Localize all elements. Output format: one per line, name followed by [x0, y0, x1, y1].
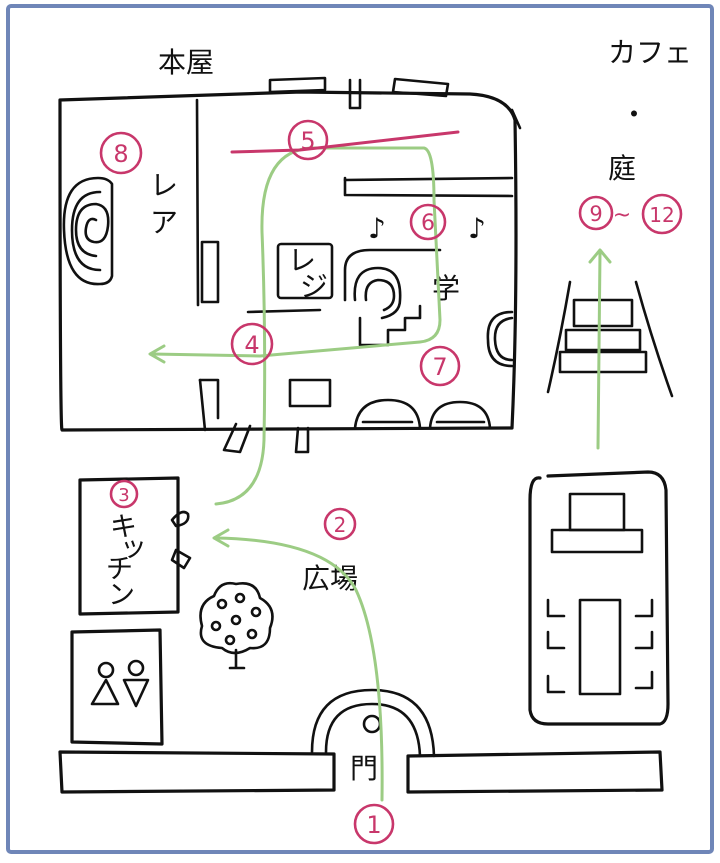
- stop-7: 7: [419, 345, 461, 387]
- stop-9: 9: [578, 195, 614, 231]
- tree-icon: [199, 581, 274, 670]
- register-counter: レ ジ: [276, 242, 334, 303]
- stop-5: 5: [287, 119, 329, 161]
- stop-2: 2: [323, 507, 357, 541]
- stop-1: 1: [353, 803, 395, 845]
- cafe-garden-label-2: ・: [620, 98, 648, 131]
- cafe-stairs: [546, 280, 674, 398]
- svg-text:2: 2: [334, 513, 347, 537]
- stop-3: 3: [109, 479, 139, 509]
- kitchen-label-2: ッ: [120, 532, 147, 563]
- cafe-garden-label-3: 庭: [608, 152, 636, 185]
- map-frame: [6, 4, 714, 854]
- main-building-label: 本屋: [158, 46, 214, 79]
- svg-text:12: 12: [649, 203, 674, 227]
- svg-text:5: 5: [300, 127, 315, 155]
- svg-text:1: 1: [366, 811, 381, 839]
- cafe-building: [528, 470, 670, 726]
- svg-text:8: 8: [113, 140, 128, 168]
- rare-label-2: ア: [150, 206, 178, 239]
- person-sitting-icon: [358, 278, 422, 347]
- svg-text:4: 4: [244, 331, 259, 359]
- register-label-2: ジ: [300, 270, 328, 303]
- restroom-icon: [90, 659, 150, 708]
- gate: [58, 688, 664, 794]
- tour-route: [148, 146, 612, 802]
- music-note-icon: ♪: [468, 212, 486, 245]
- gate-label: 門: [350, 752, 378, 785]
- cafe-garden-label-1: カフェ: [608, 36, 692, 69]
- stop-4: 4: [230, 322, 274, 366]
- rare-label-1: レ: [150, 169, 178, 202]
- kitchen-label-4: ン: [108, 580, 135, 611]
- stop-8: 8: [99, 131, 143, 175]
- kitchen: [78, 476, 192, 616]
- restroom: [70, 628, 164, 746]
- svg-text:9: 9: [589, 202, 602, 226]
- svg-text:3: 3: [118, 485, 129, 506]
- reading-nook: [343, 248, 442, 347]
- stop-markers: 1 2 3 4 5 6 7 8: [99, 119, 683, 845]
- spiral-staircase-icon: [62, 176, 114, 286]
- kitchen-label-1: キ: [110, 512, 137, 543]
- kitchen-label-3: チ: [106, 554, 133, 585]
- svg-text:7: 7: [432, 353, 447, 381]
- main-building: [58, 76, 522, 454]
- svg-text:6: 6: [421, 211, 435, 236]
- highlight-line: [230, 130, 460, 154]
- register-label-1: レ: [288, 244, 316, 277]
- stop-range-separator: ~: [613, 203, 631, 228]
- music-note-icon: ♪: [368, 212, 386, 245]
- stop-12: 12: [641, 193, 683, 235]
- stop-6: 6: [409, 203, 447, 241]
- study-label: 学: [432, 272, 460, 305]
